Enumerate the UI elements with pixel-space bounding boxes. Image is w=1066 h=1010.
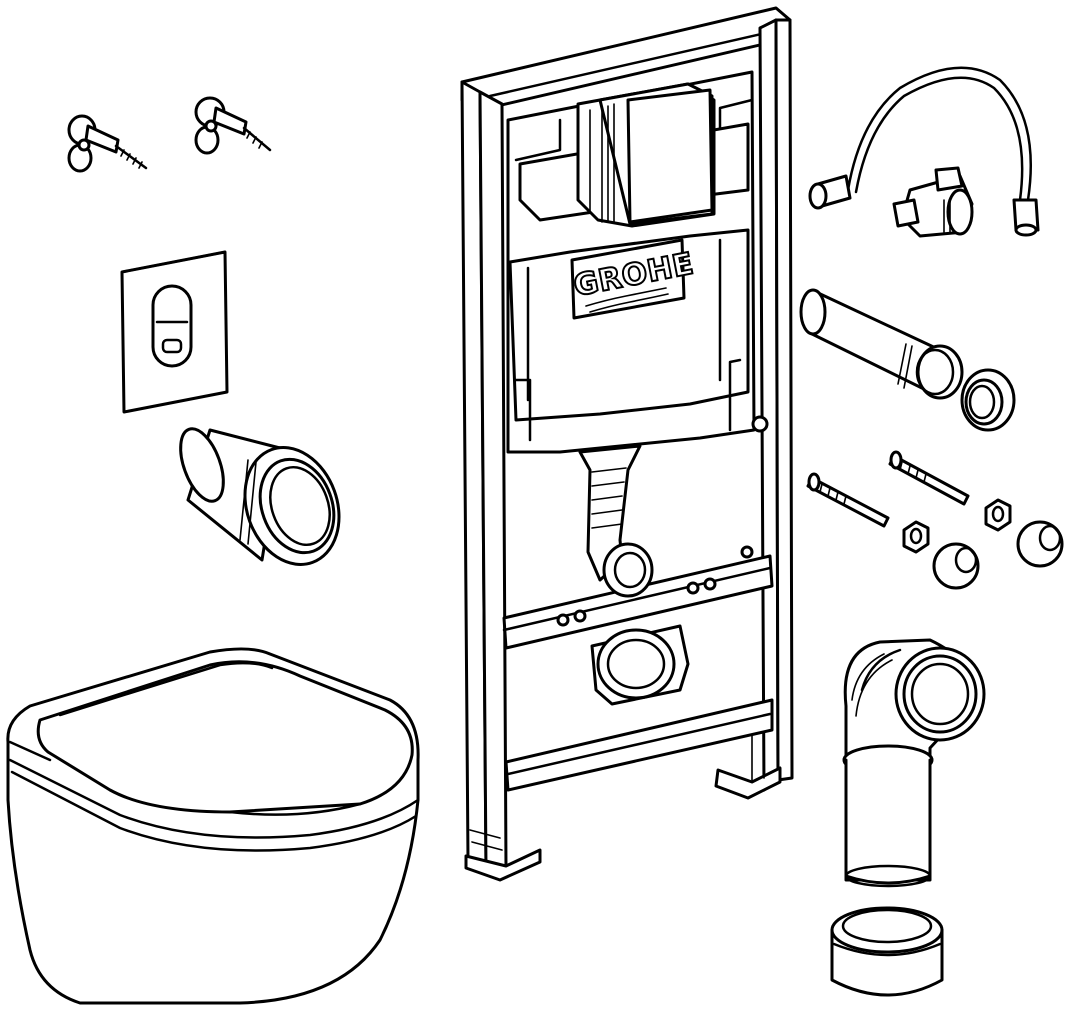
wall-hung-toilet [6, 647, 420, 1005]
waste-pipe-cap [830, 906, 944, 997]
cover-cap-left [932, 542, 980, 590]
flush-button-icon [151, 284, 193, 368]
waste-elbow [842, 638, 986, 888]
fixing-bolt-lower [806, 472, 890, 528]
frame-foot-left [464, 848, 542, 882]
cover-cap-right [1016, 520, 1064, 568]
fixing-bolt-upper [888, 450, 970, 506]
installation-frame: GROHE [460, 6, 794, 882]
flexible-hose [808, 66, 1040, 237]
angle-valve [892, 166, 974, 238]
pipe-sleeve-left [179, 427, 341, 566]
toilet-lid [36, 660, 414, 814]
flush-plate [120, 250, 229, 414]
frame-crossbar-upper [502, 554, 774, 650]
rubber-seal [960, 368, 1016, 432]
brand-badge [570, 238, 686, 320]
wall-anchor-right [194, 96, 272, 155]
flush-pipe [799, 288, 964, 400]
wall-anchor-left [67, 114, 148, 173]
fixing-nut-left [902, 520, 930, 554]
fixing-nut-right [984, 498, 1012, 532]
frame-foot-right [714, 766, 782, 800]
